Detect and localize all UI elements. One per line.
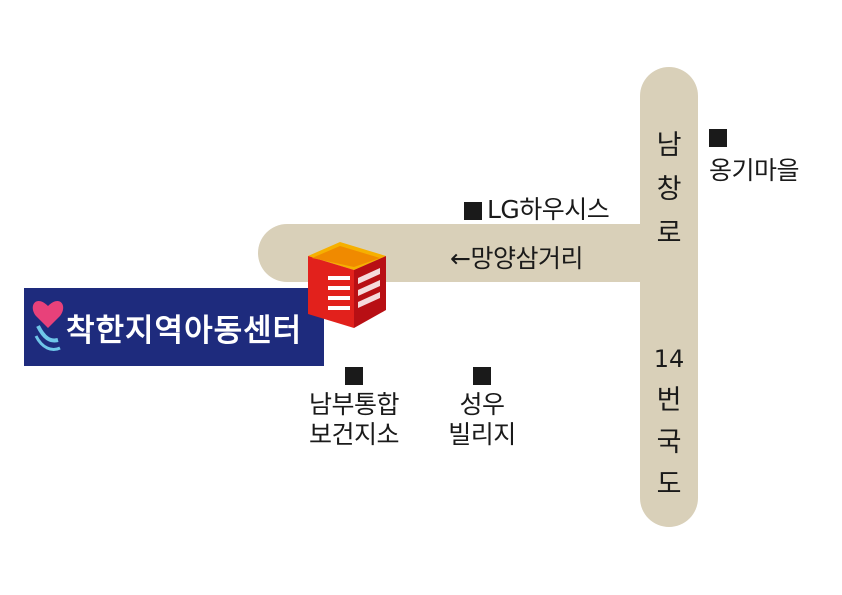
center-logo-icon xyxy=(32,300,64,351)
square-marker-icon xyxy=(709,129,727,147)
landmark-seongwoo-villa: 성우 빌리지 xyxy=(426,360,538,450)
landmark-lg-hausys: LG하우시스 xyxy=(464,194,610,226)
destination-banner xyxy=(24,288,324,366)
mangyang-junction-label: ←망양삼거리 xyxy=(450,244,583,273)
landmark-onggi-village: 옹기마을 xyxy=(709,120,800,188)
landmark-health-center: 남부통합 보건지소 xyxy=(296,360,412,450)
center-name: 착한지역아동센터 xyxy=(66,313,303,349)
road-label-route-14: 14 번 국 도 xyxy=(653,345,685,500)
building-icon xyxy=(308,242,386,328)
square-marker-icon xyxy=(473,367,491,385)
square-marker-icon xyxy=(464,202,482,220)
square-marker-icon xyxy=(345,367,363,385)
vertical-road xyxy=(640,67,698,527)
road-label-namchang-ro: 남 창 로 xyxy=(656,130,682,249)
